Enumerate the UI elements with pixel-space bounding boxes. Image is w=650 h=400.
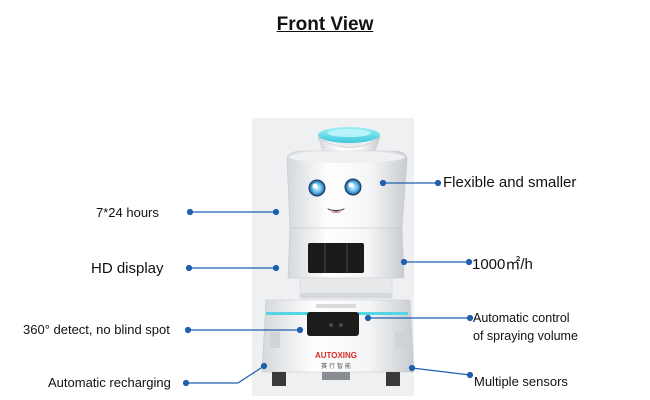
label-spray-line1: Automatic control [473,311,570,325]
robot-face-icon [308,178,362,213]
light-strip-right [358,312,408,315]
robot-base: AUTOXING 赛 行 智 能 [261,299,415,386]
callout-lines-left [182,208,304,387]
page-title: Front View [276,14,374,35]
wheel-right [386,372,400,386]
wheel-left [272,372,286,386]
lidar-window [307,312,359,336]
label-capacity: 1000㎡/h [472,256,533,273]
robot-middle-body [287,227,405,279]
label-sensors: Multiple sensors [474,374,568,389]
label-recharging: Automatic recharging [48,375,171,390]
label-hd-display: HD display [91,260,164,277]
hd-display-screen [308,243,364,273]
light-strip-left [266,312,316,315]
callout-lines-right [364,179,474,379]
label-detect: 360° detect, no blind spot [23,322,170,337]
brand-subtitle: 赛 行 智 能 [321,362,351,370]
label-flexible: Flexible and smaller [443,174,577,191]
brand-logo: AUTOXING [315,351,357,360]
label-hours: 7*24 hours [96,205,159,220]
label-spray-line2: of spraying volume [473,329,578,343]
